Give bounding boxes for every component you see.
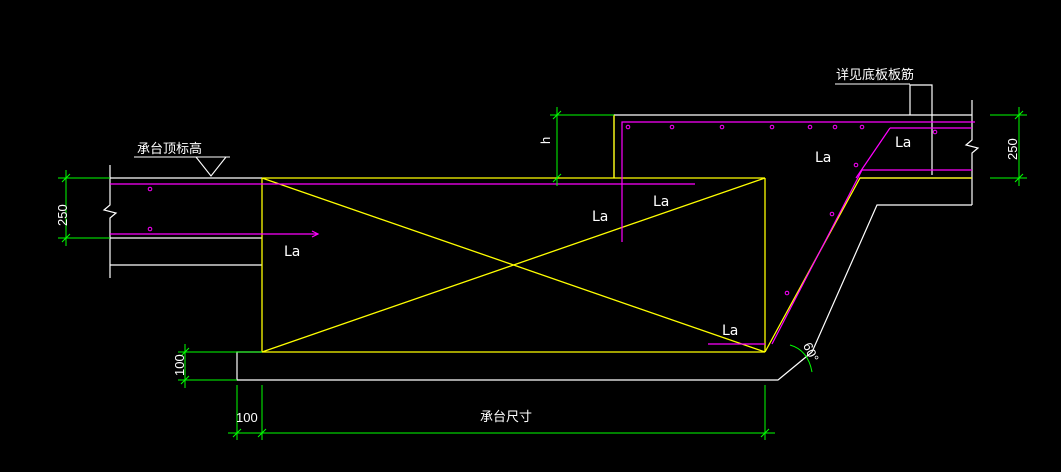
- concrete-outline: [102, 84, 980, 381]
- left-250-dimension-label: 250: [55, 204, 70, 226]
- anchor-label-right-upper: La: [895, 135, 911, 151]
- angle-60-label: 60°: [800, 340, 822, 364]
- cap-size-label: 承台尺寸: [480, 410, 532, 425]
- bottom-100-vertical-label: 100: [172, 354, 187, 376]
- anchor-label-bottom: La: [722, 323, 738, 339]
- rebar-dots: [147, 124, 938, 296]
- pile-cap-body: [261, 115, 972, 353]
- cap-top-elevation-label: 承台顶标高: [137, 141, 202, 157]
- anchor-label-center-left: La: [592, 209, 608, 225]
- elevation-marker: [134, 156, 230, 177]
- anchor-label-right-lower: La: [815, 150, 831, 166]
- right-250-dimension-label: 250: [1005, 138, 1020, 160]
- anchor-label-center-right: La: [653, 194, 669, 210]
- see-slab-rebar-label: 详见底板板筋: [836, 67, 914, 83]
- anchor-label-left: La: [284, 244, 300, 260]
- bottom-100-horizontal-label: 100: [236, 410, 258, 425]
- h-dimension-label: h: [538, 137, 553, 144]
- rebar-lines: [110, 121, 975, 345]
- dimension-lines: [58, 107, 1027, 440]
